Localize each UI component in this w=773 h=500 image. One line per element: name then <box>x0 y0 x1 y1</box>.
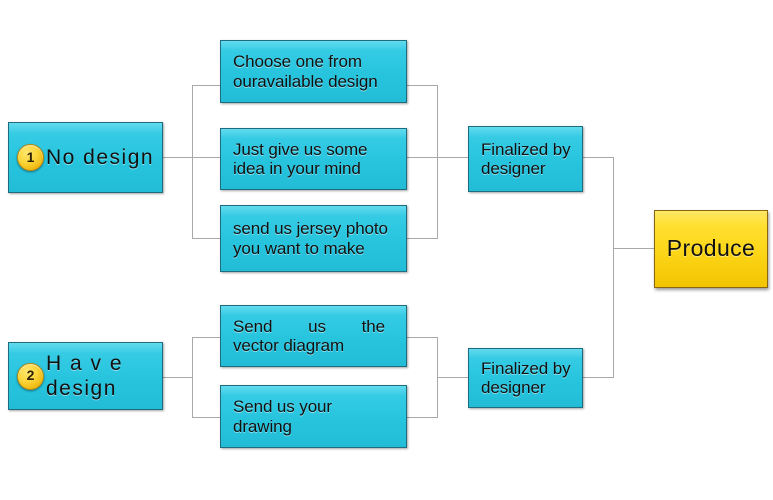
connector-send-drawing-out <box>407 417 438 418</box>
node-send-vector-word2: us <box>308 316 326 336</box>
node-send-photo-line1: send us jersey photo <box>233 219 388 239</box>
connector-to-produce <box>613 248 654 249</box>
node-choose-existing-line1: Choose one from <box>233 52 362 72</box>
node-finalized-bottom-line1: Finalized by <box>481 358 571 378</box>
badge-number-1: 1 <box>17 144 44 171</box>
node-finalized-top-line1: Finalized by <box>481 139 571 159</box>
connector-give-idea-out <box>407 157 438 158</box>
connector-no-design-spine <box>192 85 193 238</box>
connector-to-send-drawing <box>192 417 220 418</box>
connector-send-vector-out <box>407 337 438 338</box>
node-send-drawing-text: Send us your drawing <box>233 397 332 435</box>
connector-to-choose-existing <box>192 85 220 86</box>
connector-to-give-idea <box>192 157 220 158</box>
node-send-photo-text: send us jersey photo you want to make <box>233 219 388 257</box>
connector-merge-spine-top <box>437 85 438 238</box>
node-finalized-top-line2: designer <box>481 159 546 178</box>
node-have-design-label: H a v e design <box>46 351 162 401</box>
node-give-idea-line2: idea in your mind <box>233 159 361 178</box>
connector-to-send-vector <box>192 337 220 338</box>
node-have-design-label-line2: design <box>46 377 117 400</box>
node-have-design[interactable]: 2 H a v e design <box>8 342 163 410</box>
connector-have-design-stub <box>163 377 193 378</box>
badge-number-2: 2 <box>17 362 44 390</box>
connector-finalized-top-out <box>583 157 614 158</box>
node-send-drawing[interactable]: Send us your drawing <box>220 385 407 448</box>
node-no-design[interactable]: 1 No design <box>8 122 163 193</box>
node-finalized-by-designer-top[interactable]: Finalized by designer <box>468 126 583 192</box>
node-send-vector-word3: the <box>361 316 385 336</box>
node-send-photo[interactable]: send us jersey photo you want to make <box>220 205 407 272</box>
node-choose-existing[interactable]: Choose one from ouravailable design <box>220 40 407 103</box>
node-no-design-label: No design <box>46 145 155 169</box>
connector-produce-spine <box>613 157 614 377</box>
node-finalized-by-designer-bottom[interactable]: Finalized by designer <box>468 348 583 408</box>
node-choose-existing-line2: ouravailable design <box>233 71 378 91</box>
connector-finalized-bottom-out <box>583 377 614 378</box>
node-give-idea[interactable]: Just give us some idea in your mind <box>220 128 407 190</box>
connector-to-finalized-bottom <box>437 377 468 378</box>
connector-choose-existing-out <box>407 85 438 86</box>
node-finalized-top-text: Finalized by designer <box>481 140 571 178</box>
node-send-drawing-line2: drawing <box>233 416 292 436</box>
node-finalized-bottom-line2: designer <box>481 378 546 397</box>
node-choose-existing-text: Choose one from ouravailable design <box>233 52 378 90</box>
node-send-vector-word1: Send <box>233 316 273 336</box>
node-have-design-label-line1: H a v e <box>46 351 124 375</box>
node-send-photo-line2: you want to make <box>233 238 365 258</box>
connector-no-design-stub <box>163 157 193 158</box>
node-send-vector-line1: Send us the <box>233 317 385 336</box>
background-watermark <box>0 6 773 32</box>
node-give-idea-line1: Just give us some <box>233 139 368 159</box>
node-send-vector-line2: vector diagram <box>233 336 345 355</box>
node-send-vector-text: Send us the vector diagram <box>233 317 398 355</box>
node-produce-label: Produce <box>666 235 756 262</box>
node-produce[interactable]: Produce <box>654 210 768 288</box>
node-finalized-bottom-text: Finalized by designer <box>481 359 571 397</box>
node-give-idea-text: Just give us some idea in your mind <box>233 140 367 178</box>
connector-to-send-photo <box>192 238 220 239</box>
connector-send-photo-out <box>407 238 438 239</box>
node-send-drawing-line1: Send us your <box>233 397 332 417</box>
connector-to-finalized-top <box>437 157 468 158</box>
node-send-vector[interactable]: Send us the vector diagram <box>220 305 407 367</box>
connector-have-design-spine <box>192 337 193 417</box>
